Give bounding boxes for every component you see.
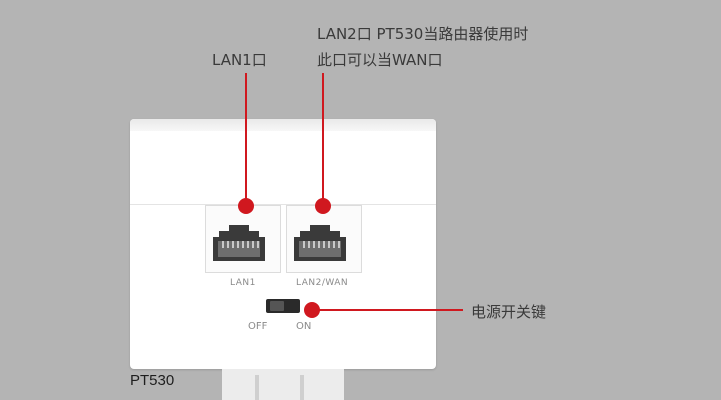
plug-pin-right (300, 375, 304, 400)
switch-off-label: OFF (248, 321, 268, 332)
lan1-port-caption: LAN1 (230, 278, 256, 288)
power-plug (222, 369, 344, 400)
power-switch-callout-label: 电源开关键 (471, 303, 547, 321)
callout-lines (245, 73, 463, 311)
power-switch-knob[interactable] (270, 301, 284, 311)
lan1-callout-label: LAN1口 (212, 51, 267, 69)
lan1-rj45-socket-icon (213, 225, 265, 261)
model-name-label: PT530 (130, 372, 175, 389)
lan2-callout-line2: 此口可以当WAN口 (317, 51, 443, 69)
plug-pin-left (255, 375, 259, 400)
switch-on-label: ON (296, 321, 312, 332)
router-top-bevel (130, 119, 436, 131)
lan1-callout-dot (238, 198, 254, 214)
router-panel-divider (130, 204, 436, 205)
lan2-wan-port-caption: LAN2/WAN (296, 278, 349, 288)
router-device-body (130, 119, 436, 369)
lan2-wan-rj45-socket-icon (294, 225, 346, 261)
power-switch-callout-dot (304, 302, 320, 318)
lan2-callout-line1: LAN2口 PT530当路由器使用时 (317, 25, 529, 43)
lan2-callout-dot (315, 198, 331, 214)
